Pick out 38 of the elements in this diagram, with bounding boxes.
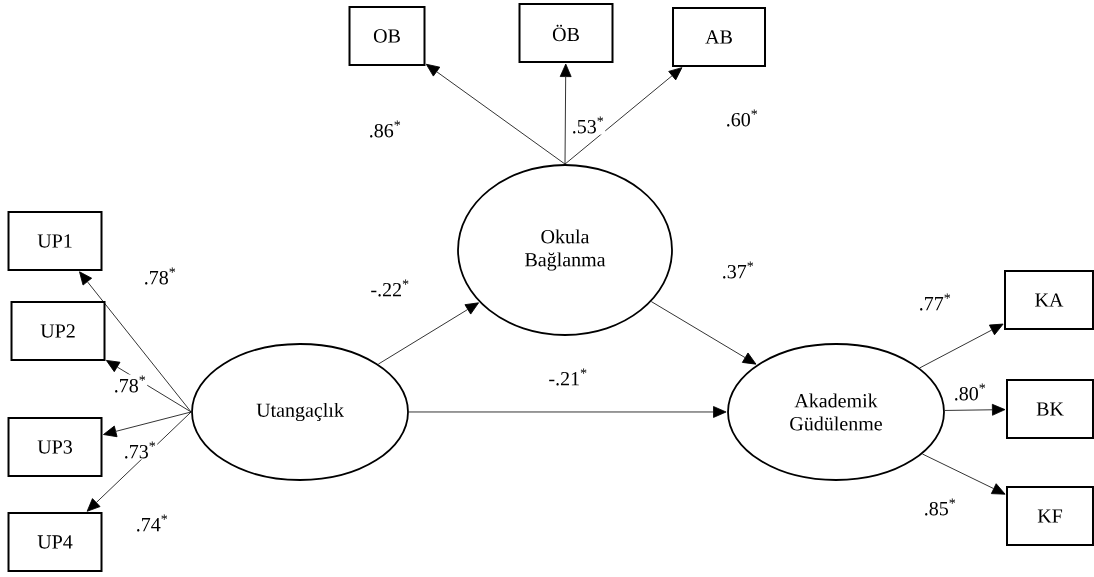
arrow — [105, 360, 192, 413]
arrow — [103, 411, 192, 438]
edge-label: .86$^{*}$ — [367, 119, 403, 139]
indicator-box: OB — [348, 6, 426, 66]
indicator-box: ÖB — [518, 3, 614, 63]
edge-label: -.21$^{*}$ — [547, 367, 589, 387]
indicator-box: AB — [672, 7, 766, 67]
ellipse-node: Akademik Güdülenme — [727, 343, 945, 481]
arrow — [79, 271, 192, 413]
edge-label: -.22$^{*}$ — [369, 278, 411, 298]
arrow — [408, 406, 727, 418]
arrow — [921, 453, 1006, 495]
indicator-box: UP1 — [7, 211, 103, 271]
edge-label: .53$^{*}$ — [570, 115, 606, 135]
indicator-box: UP3 — [7, 417, 103, 477]
indicator-box: KA — [1004, 270, 1094, 330]
edge-label: .60$^{*}$ — [724, 108, 760, 128]
arrow — [564, 67, 683, 165]
edge-label: .80$^{*}$ — [952, 382, 988, 402]
indicator-box: UP2 — [10, 301, 106, 361]
arrow — [559, 63, 572, 165]
edge-label: .74$^{*}$ — [134, 513, 170, 533]
indicator-box: BK — [1006, 379, 1094, 439]
edge-label: .73$^{*}$ — [122, 440, 158, 460]
edge-label: .85$^{*}$ — [922, 497, 958, 517]
arrow — [425, 63, 566, 165]
arrow — [377, 302, 479, 365]
arrow — [944, 403, 1006, 416]
indicator-box: UP4 — [7, 512, 103, 572]
edge-label: .37$^{*}$ — [720, 260, 756, 280]
edge-label: .78$^{*}$ — [142, 266, 178, 286]
indicator-box: KF — [1006, 486, 1094, 546]
arrow — [919, 323, 1004, 369]
ellipse-node: Utangaçlık — [191, 343, 409, 481]
edge-label: .78$^{*}$ — [112, 374, 148, 394]
ellipse-node: Okula Bağlanma — [457, 164, 673, 336]
arrow — [650, 301, 757, 365]
edge-label: .77$^{*}$ — [917, 292, 953, 312]
